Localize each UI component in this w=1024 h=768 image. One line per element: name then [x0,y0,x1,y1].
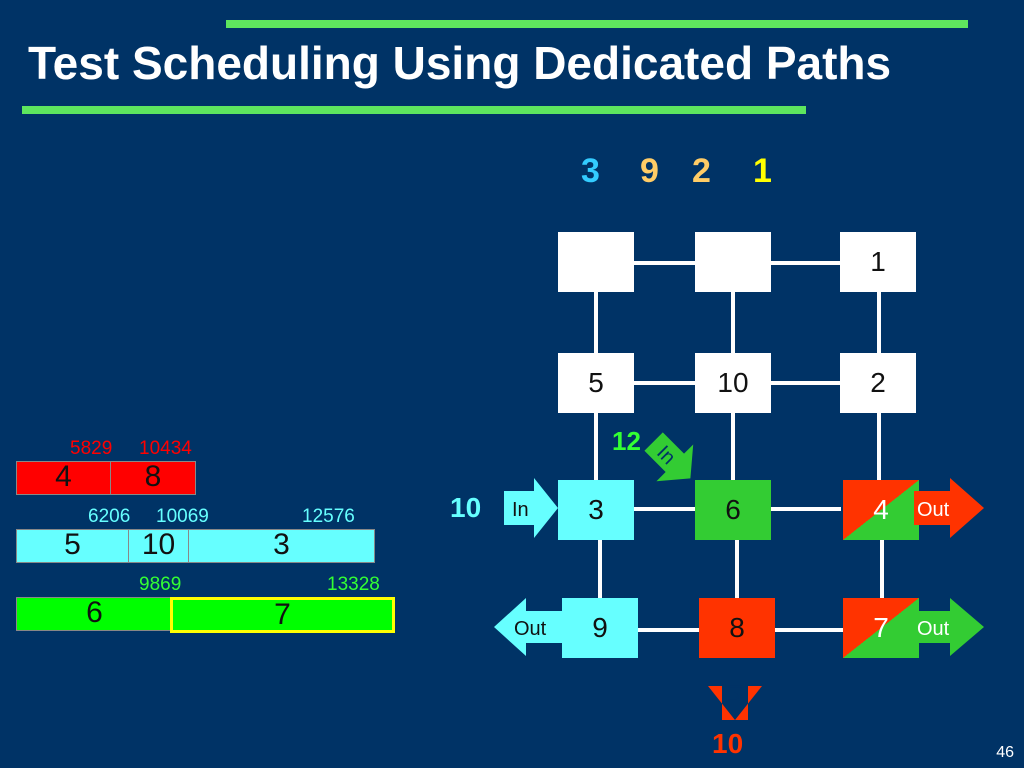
grid-node [695,232,771,292]
bottom-count-label: 10 [712,728,744,759]
timeline-time-label: 12576 [302,506,355,527]
grid-wire [598,540,602,598]
timeline-segment: 5 [16,528,129,563]
svg-text:In: In [512,499,529,521]
grid-node: 9 [562,598,638,658]
grid-node: 8 [699,598,775,658]
grid-wire [775,628,845,632]
grid-node: 7 [843,598,919,658]
timeline-time-label: 5829 [70,438,113,459]
grid-wire [771,507,841,511]
grid-node: 1 [840,232,916,292]
grid-wire [594,292,598,354]
grid-node: 5 [558,353,634,413]
grid-wire [634,507,696,511]
timeline-time-label: 9869 [139,574,182,595]
timeline-segment: 10 [128,528,189,563]
out-arrow-row2: Out [914,478,984,538]
grid-wire [771,381,841,385]
sequence-number: 3 [581,152,600,190]
grid-node: 3 [558,480,634,540]
timeline-time-label: 10434 [139,438,192,459]
out-arrow-row3: Out [914,598,984,656]
grid-node: 6 [695,480,771,540]
timeline-segment: 6 [16,596,173,631]
out-arrow-left: Out [494,598,562,656]
grid-node: 4 [843,480,919,540]
sequence-number: 2 [692,152,711,190]
grid-wire [594,412,598,480]
in-arrow-left: In [504,478,558,538]
grid-wire [877,412,881,480]
grid-wire [634,261,696,265]
grid-wire [731,412,735,480]
grid-wire [638,628,700,632]
grid-wire [634,381,696,385]
timeline-segment: 4 [16,460,111,495]
grid-wire [735,540,739,598]
timeline-time-label: 13328 [327,574,380,595]
slide-number: 46 [996,744,1014,761]
in-arrow-diagonal: In [644,432,694,482]
grid-wire [877,292,881,354]
timeline-segment: 3 [188,528,375,563]
sequence-number: 9 [640,152,659,190]
svg-text:Out: Out [917,499,950,521]
timeline-time-label: 6206 [88,506,131,527]
left-count-label: 10 [450,492,482,523]
in-arrow-bottom: In [708,684,762,720]
sequence-number: 1 [753,152,772,190]
grid-wire [771,261,841,265]
timeline-time-label: 10069 [156,506,209,527]
slide-title: Test Scheduling Using Dedicated Paths [28,37,892,89]
bottom-accent-bar [22,106,806,114]
grid-node: 10 [695,353,771,413]
timeline-segment: 8 [110,460,196,495]
diagonal-count-label: 12 [612,426,641,456]
grid-wire [880,540,884,598]
svg-text:Out: Out [917,618,950,640]
top-accent-bar [226,20,968,28]
svg-text:Out: Out [514,618,547,640]
grid-wire [731,292,735,354]
svg-text:In: In [723,684,745,701]
grid-node: 2 [840,353,916,413]
grid-node [558,232,634,292]
timeline-segment: 7 [170,597,395,633]
